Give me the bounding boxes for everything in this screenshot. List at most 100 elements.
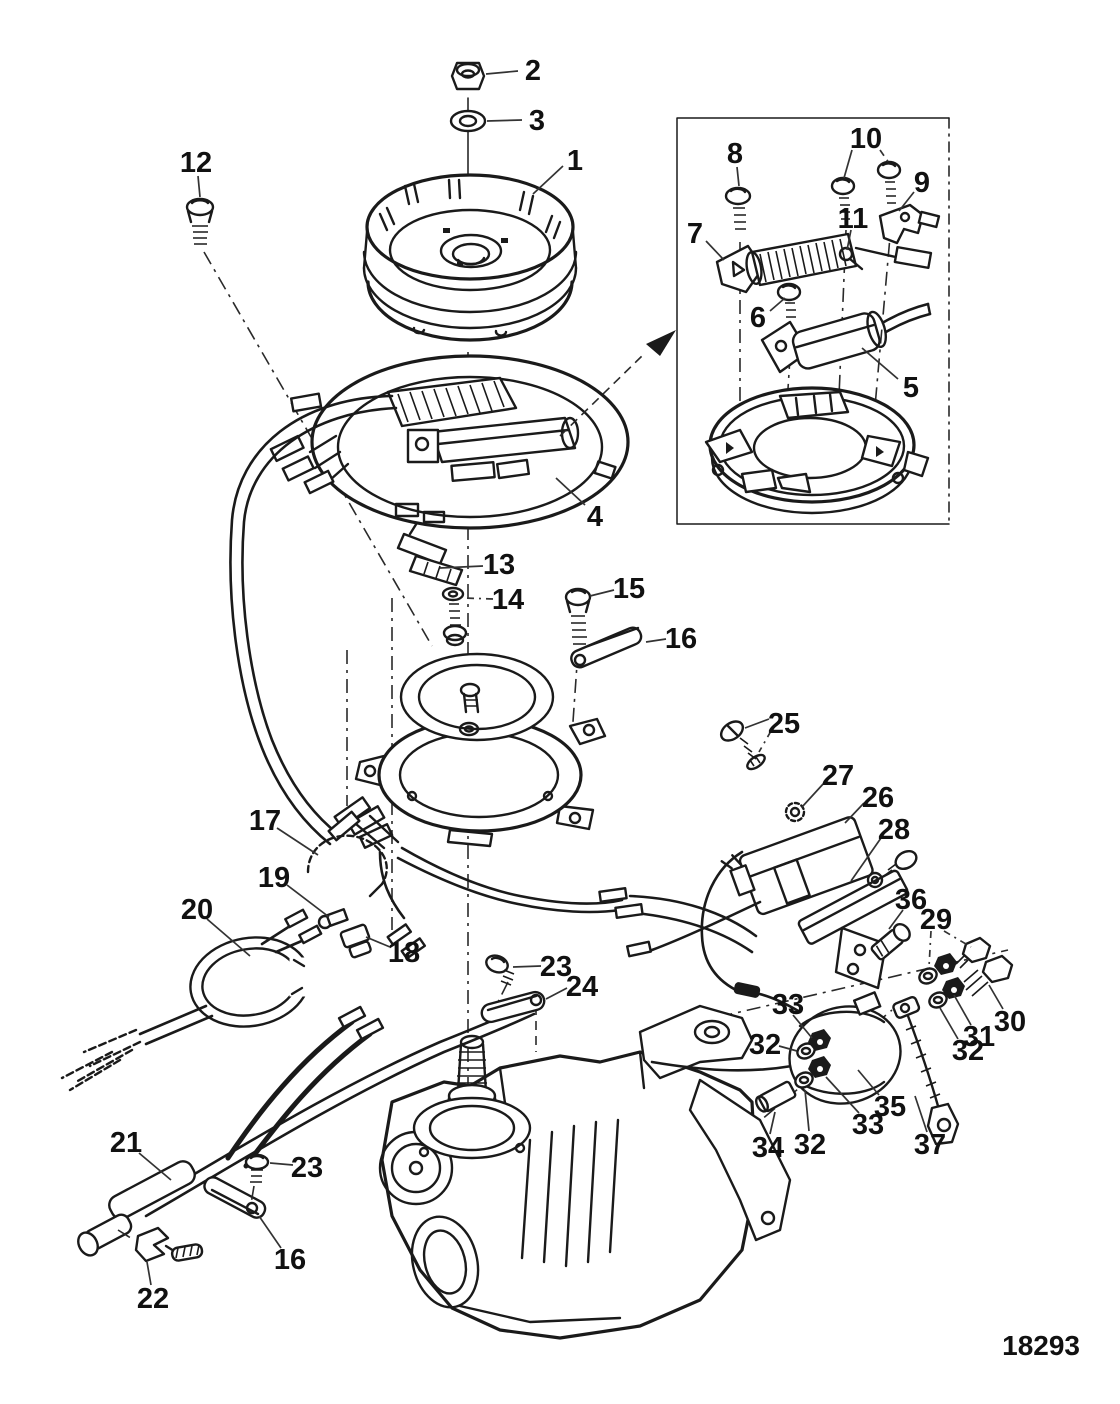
engine-block (378, 1004, 792, 1340)
stator-coil (406, 416, 580, 464)
hardware-left-cluster (754, 1029, 831, 1113)
coil-bracket-28 (797, 849, 918, 990)
callout-33: 33 (852, 1109, 884, 1141)
leader-line-29 (943, 930, 972, 948)
screw-25 (719, 720, 766, 771)
connector-36 (870, 922, 911, 961)
leader-line-10 (843, 149, 853, 179)
flywheel-washer (449, 109, 487, 133)
leader-line-17 (276, 827, 319, 856)
callout-12: 12 (180, 147, 212, 179)
leader-line-26 (844, 802, 865, 824)
leader-line-29 (928, 930, 932, 968)
screw-8 (724, 186, 752, 230)
ignition-coil-group (626, 720, 918, 998)
leader-line-16 (645, 638, 667, 643)
screw-washer-14 (441, 586, 468, 647)
inset-stator-plate (704, 386, 930, 515)
leader-line-33 (792, 1014, 813, 1039)
ignition-coil-26 (626, 816, 874, 998)
grommet-17 (306, 834, 388, 898)
figure-number: 18293 (1002, 1330, 1080, 1361)
leader-line-20 (206, 918, 251, 957)
link-plate-24 (480, 990, 546, 1024)
ground-strap-37 (892, 996, 960, 1146)
hardware-right-cluster (918, 936, 1014, 1009)
stator-winding (386, 376, 518, 428)
leader-line-28 (850, 837, 882, 882)
leader-line-6 (769, 297, 786, 312)
callout-35: 35 (874, 1091, 906, 1123)
callout-6: 6 (750, 302, 766, 334)
connector-18 (339, 923, 427, 960)
leader-line-2 (485, 70, 519, 75)
driver-coil-5 (760, 302, 932, 374)
leader-line-4 (555, 477, 586, 506)
callout-11: 11 (838, 203, 869, 235)
callout-27: 27 (822, 760, 854, 792)
leader-line-33 (825, 1076, 860, 1114)
flywheel (362, 173, 578, 342)
leader-line-15 (589, 589, 615, 597)
leader-line-27 (801, 782, 825, 808)
leader-line-35 (857, 1069, 880, 1096)
leader-line-24 (545, 987, 568, 1000)
callout-23: 23 (291, 1152, 323, 1184)
callout-10: 10 (850, 123, 882, 155)
spark-terminal-22 (117, 1226, 204, 1263)
screw-23-lower (244, 1153, 270, 1205)
sensor-9 (878, 203, 941, 245)
charge-coil (745, 232, 933, 287)
leader-line-18 (365, 936, 391, 948)
callout-22: 22 (137, 1283, 169, 1315)
callout-20: 20 (181, 894, 213, 926)
callout-28: 28 (878, 814, 910, 846)
leader-line-25 (744, 718, 770, 729)
callout-5: 5 (903, 372, 919, 404)
flywheel-nut (450, 61, 486, 91)
callout-19: 19 (258, 862, 290, 894)
callout-32: 32 (749, 1029, 781, 1061)
callout-26: 26 (862, 782, 894, 814)
callout-13: 13 (483, 549, 515, 581)
callout-37: 37 (914, 1129, 946, 1161)
harness-connector-bundle (327, 796, 400, 850)
leader-line-32 (778, 1045, 798, 1052)
leader-line-3 (486, 119, 523, 122)
bullet-connector-19 (317, 908, 349, 930)
callout-32: 32 (952, 1035, 984, 1067)
bolt-29 (955, 936, 992, 969)
leader-line-14 (463, 597, 494, 600)
leader-line-34 (769, 1111, 776, 1135)
link-plate-16 (570, 626, 643, 669)
callout-23: 23 (540, 951, 572, 983)
leader-line-11 (846, 229, 852, 251)
lock-washer-27 (784, 801, 806, 823)
leader-line-32 (804, 1089, 810, 1132)
lead-assembly-20 (60, 908, 323, 1092)
leader-line-19 (286, 884, 330, 918)
screws-10 (830, 160, 902, 220)
inset-detail-box (559, 117, 950, 525)
callout-14: 14 (492, 584, 524, 616)
leader-line-21 (138, 1152, 172, 1181)
leader-line-22 (146, 1261, 152, 1286)
callout-31: 31 (963, 1021, 995, 1053)
callout-25: 25 (768, 708, 800, 740)
callout-15: 15 (613, 573, 645, 605)
callout-9: 9 (914, 167, 930, 199)
callout-8: 8 (727, 138, 743, 170)
callout-2: 2 (525, 55, 541, 87)
callout-21: 21 (110, 1127, 142, 1159)
leader-line-25 (758, 730, 772, 753)
leader-line-8 (736, 166, 740, 187)
screw-6 (776, 282, 802, 318)
leader-line-5 (861, 347, 899, 380)
callout-36: 36 (895, 884, 927, 916)
callout-1: 1 (567, 145, 583, 177)
trigger-lever-13 (396, 516, 464, 587)
wiring-harness (60, 392, 758, 1169)
leader-line-10 (879, 149, 890, 164)
